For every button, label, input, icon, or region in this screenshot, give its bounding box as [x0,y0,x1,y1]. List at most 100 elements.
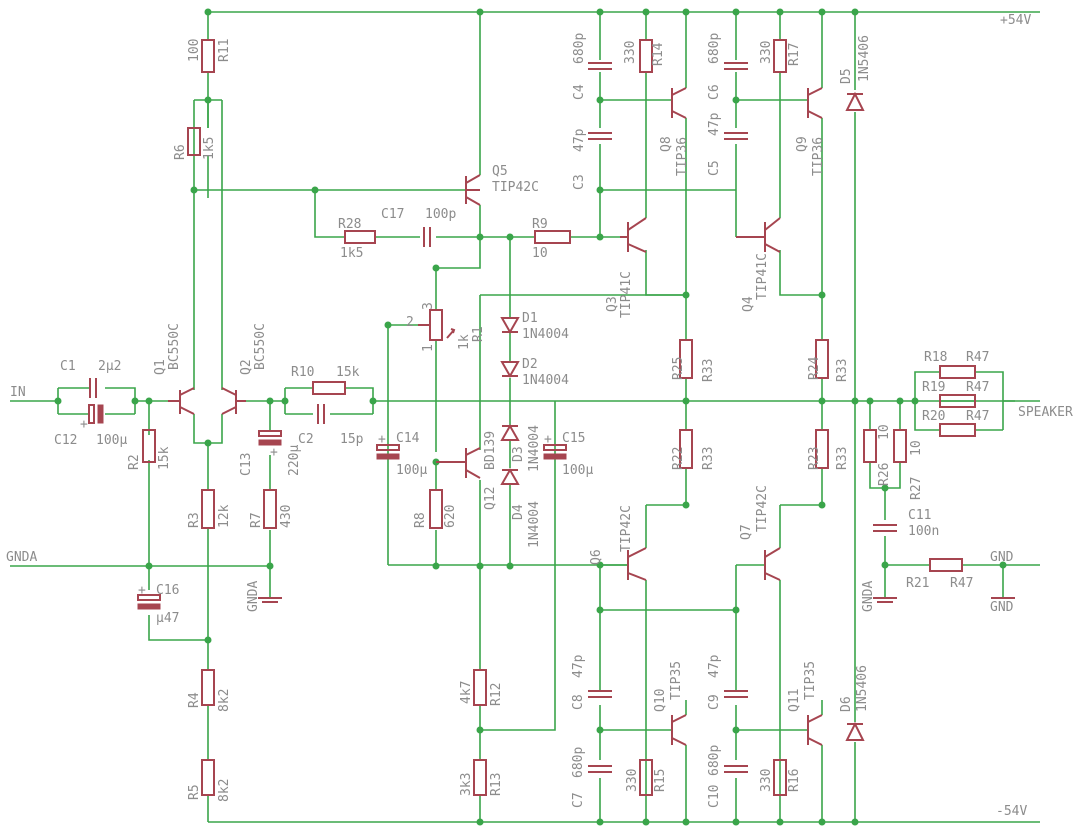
r16-value: 330 [759,769,774,792]
q7-ref: Q7 [739,524,754,540]
c2-ref: C2 [298,432,314,447]
capacitor-symbols [88,62,897,773]
c15-ref: C15 [562,431,585,446]
c9-value: 47p [707,654,722,678]
r25-value: R33 [701,359,716,382]
r28-ref: R28 [338,217,361,232]
port-labels: IN GNDA +54V -54V SPEAKER GND GND GNDA G… [6,13,1073,819]
r12-value: 4k7 [459,681,474,704]
r1-pin-3: 3 [421,302,436,310]
r18-value: R47 [966,350,989,365]
r5-value: 8k2 [217,779,232,802]
c6-ref: C6 [707,84,722,100]
c13-value: 220µ [287,445,302,476]
c16-ref: C16 [156,583,179,598]
r2-ref: R2 [127,454,142,470]
c4-value: 680p [572,33,587,64]
r11-ref: R11 [217,39,232,62]
r24-value: R33 [835,359,850,382]
d3-ref: D3 [511,446,526,462]
c14-ref: C14 [396,431,420,446]
r22-value: R33 [701,447,716,470]
r4-value: 8k2 [217,689,232,712]
svg-text:+: + [544,432,552,447]
c11-ref: C11 [908,508,931,523]
c2-value: 15p [340,432,364,447]
svg-text:+: + [80,417,88,432]
svg-text:+: + [270,445,278,460]
gnda-symbol-label: GNDA [246,581,261,612]
c7-ref: C7 [571,792,586,808]
resistor-symbols [142,39,976,796]
r18-ref: R18 [924,350,947,365]
c10-ref: C10 [707,785,722,808]
d1-value: 1N4004 [522,327,569,342]
d4-ref: D4 [511,504,526,520]
c10-value: 680p [707,745,722,776]
r27-value: 10 [909,440,924,456]
q5-ref: Q5 [492,164,508,179]
r23-ref: R23 [807,447,822,470]
d6-value: 1N5406 [855,665,870,712]
q4-ref: Q4 [741,296,756,312]
r15-ref: R15 [653,769,668,792]
r14-value: 330 [623,41,638,64]
svg-text:+: + [378,432,386,447]
q6-value: TIP42C [619,505,634,552]
r21-ref: R21 [906,576,929,591]
r6-value: 1k5 [202,137,217,160]
q2-ref: Q2 [239,359,254,375]
q2-value: BC550C [253,323,268,370]
r4-ref: R4 [187,692,202,708]
r13-value: 3k3 [459,773,474,796]
gnd-symbol-label: GND [990,600,1014,615]
r27-ref: R27 [909,477,924,500]
r9-ref: R9 [532,217,548,232]
r2-value: 15k [157,446,172,470]
r26-ref: R26 [877,463,892,486]
r3-ref: R3 [187,512,202,528]
speaker-port-label: SPEAKER [1018,405,1073,420]
r1-value: 1k [457,334,472,350]
r13-ref: R13 [489,773,504,796]
q4-value: TIP41C [755,253,770,300]
q5-value: TIP42C [492,180,539,195]
c5-value: 47p [707,112,722,136]
r10-ref: R10 [291,365,314,380]
d1-ref: D1 [522,311,538,326]
q12-value: BD139 [483,431,498,470]
q9-ref: Q9 [795,136,810,152]
d5-ref: D5 [839,68,854,84]
d5-value: 1N5406 [857,35,872,82]
junctions [54,8,1007,826]
r5-ref: R5 [187,784,202,800]
q8-ref: Q8 [659,136,674,152]
ground-symbols [258,597,1015,603]
q9-value: TIP36 [811,137,826,176]
pos-rail-label: +54V [1000,13,1031,28]
d2-value: 1N4004 [522,373,569,388]
r1-pin-2: 2 [406,315,414,330]
r23-value: R33 [835,447,850,470]
d3-value: 1N4004 [527,425,542,472]
in-port-label: IN [10,385,26,400]
r20-value: R47 [966,409,989,424]
c12-value: 100µ [96,433,127,448]
r28-value: 1k5 [340,246,363,261]
c17-ref: C17 [381,207,404,222]
c8-ref: C8 [571,694,586,710]
transistor-symbols [168,87,823,746]
q3-ref: Q3 [605,296,620,312]
q1-value: BC550C [167,323,182,370]
q7-value: TIP42C [755,485,770,532]
c1-ref: C1 [60,359,76,374]
c4-ref: C4 [572,84,587,100]
r17-value: 330 [759,41,774,64]
q3-value: TIP41C [619,271,634,318]
c6-value: 680p [707,33,722,64]
c13-ref: C13 [239,453,254,476]
c12-ref: C12 [54,433,77,448]
r19-ref: R19 [922,380,945,395]
